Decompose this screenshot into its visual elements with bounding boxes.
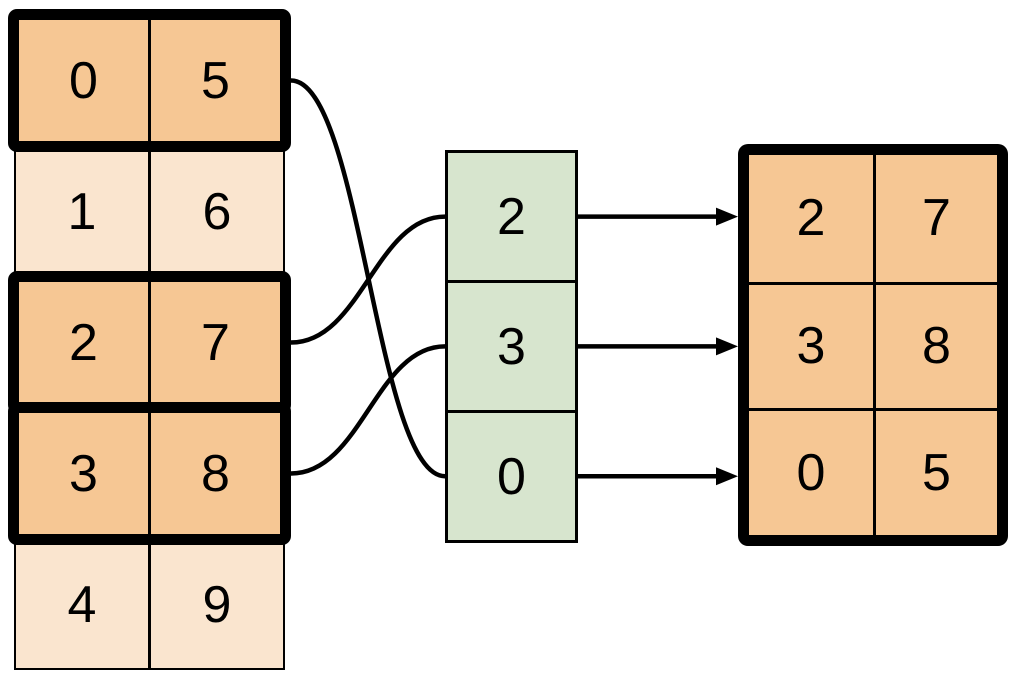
result-table: 2 7 3 8 0 5 (738, 144, 1008, 546)
source-cell-r0c1: 5 (148, 20, 280, 141)
source-row-0-to-index-cell-0 (290, 78, 446, 479)
source-cell-r3c1: 8 (148, 413, 280, 534)
source-cell-r4c1: 9 (148, 541, 283, 668)
source-cell-r3c0: 3 (69, 444, 98, 503)
result-cell-r1c0: 3 (749, 281, 873, 409)
result-cell-r0c0: 2 (796, 189, 826, 248)
source-row-2: 2 7 (8, 271, 291, 414)
index-cell-3-to-result-row-1-arrowhead (716, 337, 738, 356)
source-cell-r2c0: 2 (69, 313, 98, 372)
source-row-1: 1 6 (14, 146, 285, 277)
index-table: 2 3 0 (445, 150, 578, 543)
result-cell-r1c1: 8 (873, 281, 997, 409)
source-row-3-to-index-cell-3 (290, 344, 446, 476)
index-cell-0-to-result-row-2-arrowhead (716, 467, 738, 486)
result-cell-r2c0: 0 (749, 408, 873, 535)
source-cell-r2c1: 7 (148, 282, 280, 403)
source-row-2-to-index-cell-2 (290, 214, 446, 345)
source-cell-r4c0: 4 (67, 575, 97, 634)
index-cell-0: 2 (497, 187, 526, 246)
index-cell-2: 0 (448, 410, 575, 540)
source-row-4: 4 9 (14, 539, 285, 670)
source-row-3: 3 8 (8, 402, 291, 545)
source-cell-r1c0: 1 (67, 182, 97, 241)
index-cell-2-to-result-row-0-arrowhead (716, 207, 738, 226)
source-cell-r0c0: 0 (69, 51, 98, 110)
result-cell-r0c1: 7 (873, 155, 997, 282)
source-cell-r1c1: 6 (148, 148, 283, 275)
result-cell-r2c1: 5 (873, 408, 997, 535)
index-cell-1: 3 (448, 280, 575, 410)
source-row-0: 0 5 (8, 9, 291, 152)
